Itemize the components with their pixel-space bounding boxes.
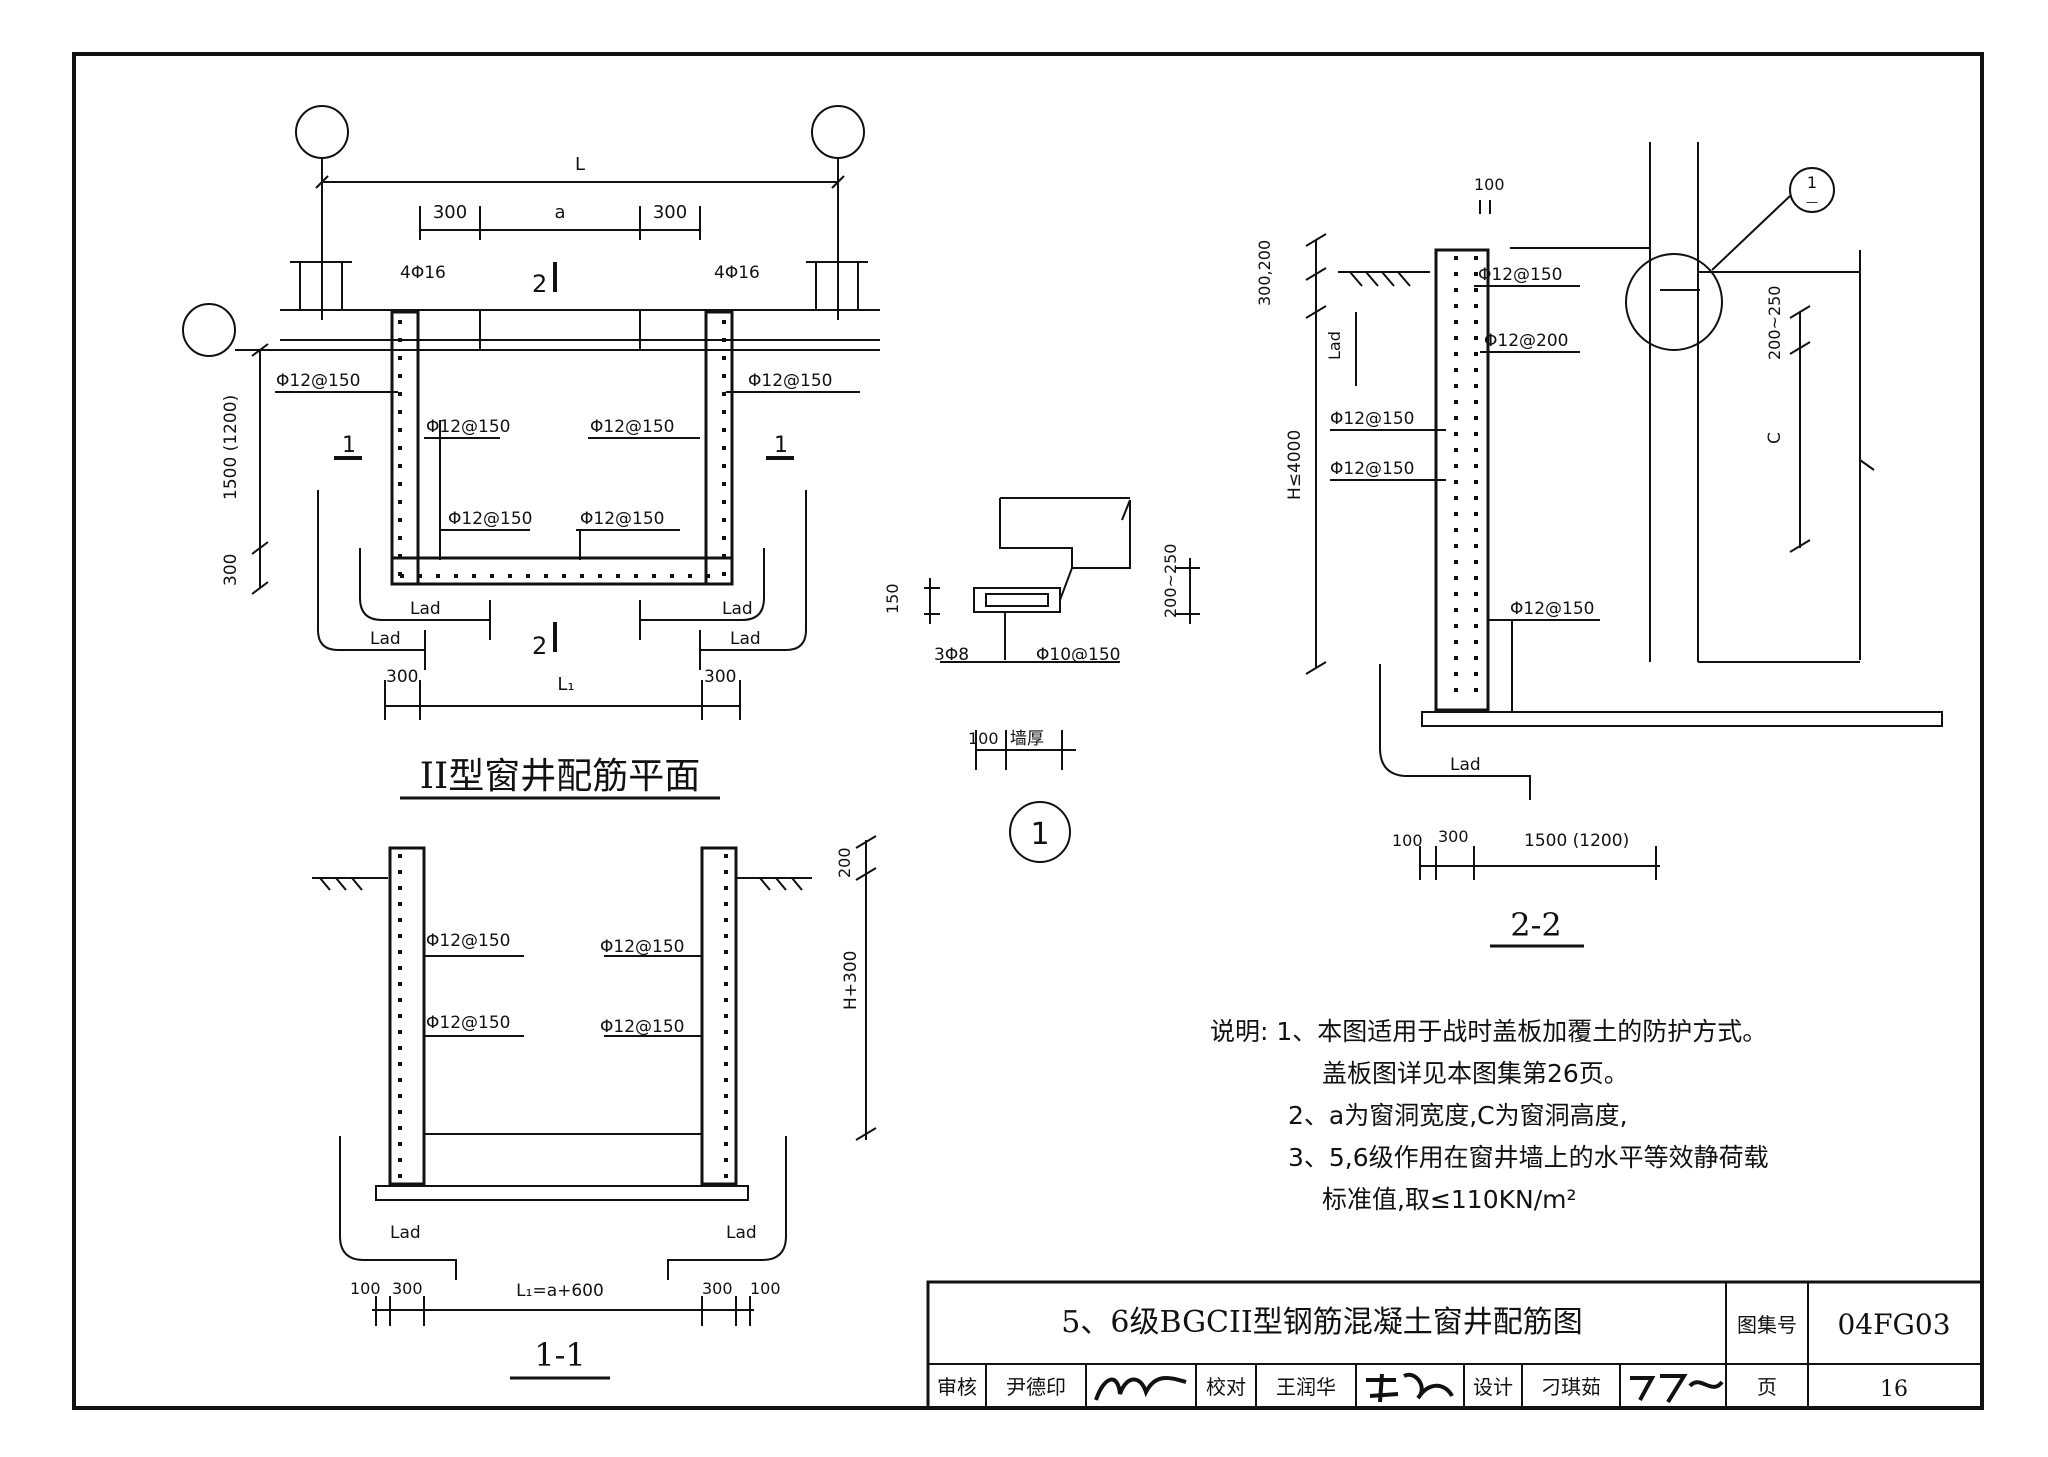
plan-bar-outer-left: Φ12@150	[276, 371, 360, 391]
detail-bar-phi10: Φ10@150	[1036, 645, 1120, 665]
s11-dim-H300: H+300	[841, 951, 861, 1010]
detail-1-circle	[1009, 801, 1071, 863]
section-22-callout-circle	[1625, 253, 1723, 351]
titleblock-title: 5、6级BGCII型钢筋混凝土窗井配筋图	[1061, 1305, 1582, 1340]
design-signature	[1630, 1374, 1724, 1404]
titleblock-check-label: 校对	[1206, 1375, 1246, 1399]
plan-lad-4: Lad	[730, 629, 761, 649]
titleblock-page-label: 页	[1757, 1375, 1777, 1399]
section-22-view	[1305, 142, 1943, 948]
plan-dim-300-side: 300	[221, 554, 241, 586]
titleblock-atlas-label: 图集号	[1737, 1313, 1797, 1337]
detail-bar-3phi8: 3Φ8	[934, 645, 969, 665]
note-line-1: 说明: 1、本图适用于战时盖板加覆土的防护方式。	[1210, 1017, 1767, 1046]
detail-1-view	[924, 497, 1200, 863]
titleblock-page-value: 16	[1880, 1377, 1908, 1402]
plan-bar-4phi16-left: 4Φ16	[400, 263, 446, 283]
plan-section-1-left: 1	[342, 433, 356, 458]
plan-dim-300-left: 300	[433, 202, 467, 223]
s11-bar-2: Φ12@150	[600, 937, 684, 957]
plan-dim-300-br: 300	[704, 667, 736, 687]
plan-title: II型窗井配筋平面	[420, 756, 700, 797]
plan-bar-4phi16-right: 4Φ16	[714, 263, 760, 283]
s22-dim-C: C	[1765, 432, 1785, 444]
detail-dim-150: 150	[883, 583, 902, 614]
axis-circle-side	[182, 303, 236, 357]
s22-bar-c: Φ12@150	[1330, 409, 1414, 429]
plan-dim-L1: L₁	[557, 674, 574, 695]
s11-lad-l: Lad	[390, 1223, 421, 1243]
axis-circle-left	[295, 105, 349, 159]
detail-dim-wall: 墙厚	[1010, 729, 1044, 749]
detail-dim-200-250: 200~250	[1161, 544, 1180, 618]
titleblock-design-name: 刁琪茹	[1541, 1375, 1601, 1399]
s22-dim-100: 100	[1392, 831, 1423, 850]
note-line-3: 2、a为窗洞宽度,C为窗洞高度,	[1288, 1101, 1628, 1130]
plan-section-2-bottom: 2	[532, 632, 547, 660]
titleblock-check-name: 王润华	[1276, 1375, 1336, 1399]
s22-dim-300: 300	[1438, 827, 1469, 846]
s22-bar-d: Φ12@150	[1330, 459, 1414, 479]
s11-bar-4: Φ12@150	[600, 1017, 684, 1037]
s22-dim-300-200: 300,200	[1255, 240, 1274, 306]
plan-dim-a: a	[554, 202, 565, 223]
s11-dim-200: 200	[835, 847, 854, 878]
s22-dim-H: H≤4000	[1285, 430, 1305, 500]
review-signature	[1094, 1376, 1187, 1401]
plan-view	[182, 105, 880, 800]
s22-callout-den: —	[1806, 195, 1818, 209]
plan-lad-3: Lad	[722, 599, 753, 619]
titleblock-review-label: 审核	[937, 1375, 977, 1399]
axis-circle-right	[811, 105, 865, 159]
plan-lad-1: Lad	[410, 599, 441, 619]
plan-dim-300-bl: 300	[386, 667, 418, 687]
s22-dim-200-250: 200~250	[1765, 286, 1784, 360]
plan-section-2-top: 2	[532, 270, 547, 298]
s11-bar-3: Φ12@150	[426, 1013, 510, 1033]
detail-dim-100: 100	[968, 729, 999, 748]
plan-dim-L: L	[575, 154, 585, 175]
plan-dim-300-right: 300	[653, 202, 687, 223]
section-22-detail-ref	[1789, 167, 1835, 213]
note-line-2: 盖板图详见本图集第26页。	[1322, 1059, 1629, 1088]
s22-lad-v: Lad	[1325, 331, 1344, 360]
s11-dim-100-r: 100	[750, 1279, 781, 1298]
note-line-4: 3、5,6级作用在窗井墙上的水平等效静荷载	[1288, 1143, 1769, 1172]
s11-dim-L1: L₁=a+600	[516, 1281, 604, 1301]
s22-lad-h: Lad	[1450, 755, 1481, 775]
check-signature	[1366, 1372, 1454, 1403]
section-11-view	[312, 835, 877, 1380]
titleblock-atlas-value: 04FG03	[1837, 1308, 1950, 1341]
s22-bar-b: Φ12@200	[1484, 331, 1568, 351]
plan-bar-outer-right: Φ12@150	[748, 371, 832, 391]
s22-dim-100-top: 100	[1474, 175, 1505, 194]
s22-bar-a: Φ12@150	[1478, 265, 1562, 285]
titleblock-review-name: 尹德印	[1006, 1375, 1066, 1399]
s11-title: 1-1	[534, 1336, 586, 1374]
s11-dim-300-l: 300	[392, 1279, 423, 1298]
plan-bar-bottom-right: Φ12@150	[580, 509, 664, 529]
plan-bar-bottom-left: Φ12@150	[448, 509, 532, 529]
s22-callout-num: 1	[1807, 173, 1817, 192]
plan-lad-2: Lad	[370, 629, 401, 649]
plan-dim-1500: 1500 (1200)	[221, 395, 241, 500]
s22-title: 2-2	[1510, 906, 1562, 944]
note-line-5: 标准值,取≤110KN/m²	[1322, 1185, 1577, 1214]
s11-bar-1: Φ12@150	[426, 931, 510, 951]
plan-bar-inner-left: Φ12@150	[426, 417, 510, 437]
detail-label: 1	[1030, 817, 1049, 852]
title-block	[926, 1280, 1984, 1410]
plan-bar-inner-right: Φ12@150	[590, 417, 674, 437]
s11-dim-100-l: 100	[350, 1279, 381, 1298]
plan-section-1-right: 1	[774, 433, 788, 458]
s11-lad-r: Lad	[726, 1223, 757, 1243]
s11-dim-300-r: 300	[702, 1279, 733, 1298]
s22-dim-1500: 1500 (1200)	[1524, 831, 1629, 851]
titleblock-design-label: 设计	[1473, 1375, 1513, 1399]
s22-bar-e: Φ12@150	[1510, 599, 1594, 619]
